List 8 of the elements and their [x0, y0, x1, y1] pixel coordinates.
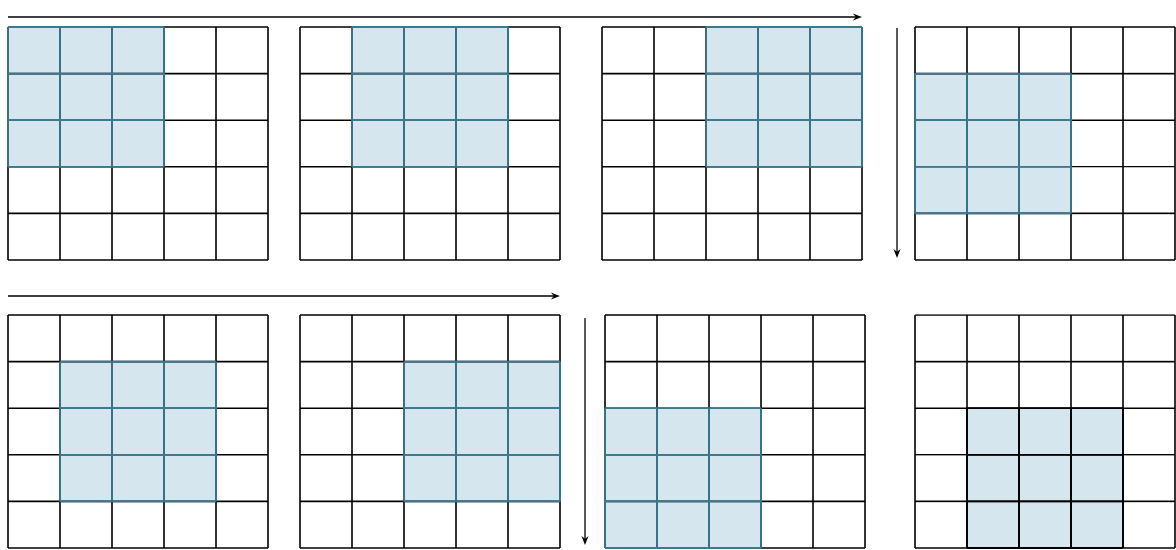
- grid-drawing: [914, 26, 1176, 261]
- grid-drawing: [7, 314, 269, 549]
- grid-drawing: [604, 314, 866, 549]
- grid-drawing: [601, 26, 863, 261]
- grid-drawing: [7, 26, 269, 261]
- grid-drawing: [299, 314, 561, 549]
- grid-drawing: [299, 26, 561, 261]
- grid-drawing: [914, 314, 1176, 549]
